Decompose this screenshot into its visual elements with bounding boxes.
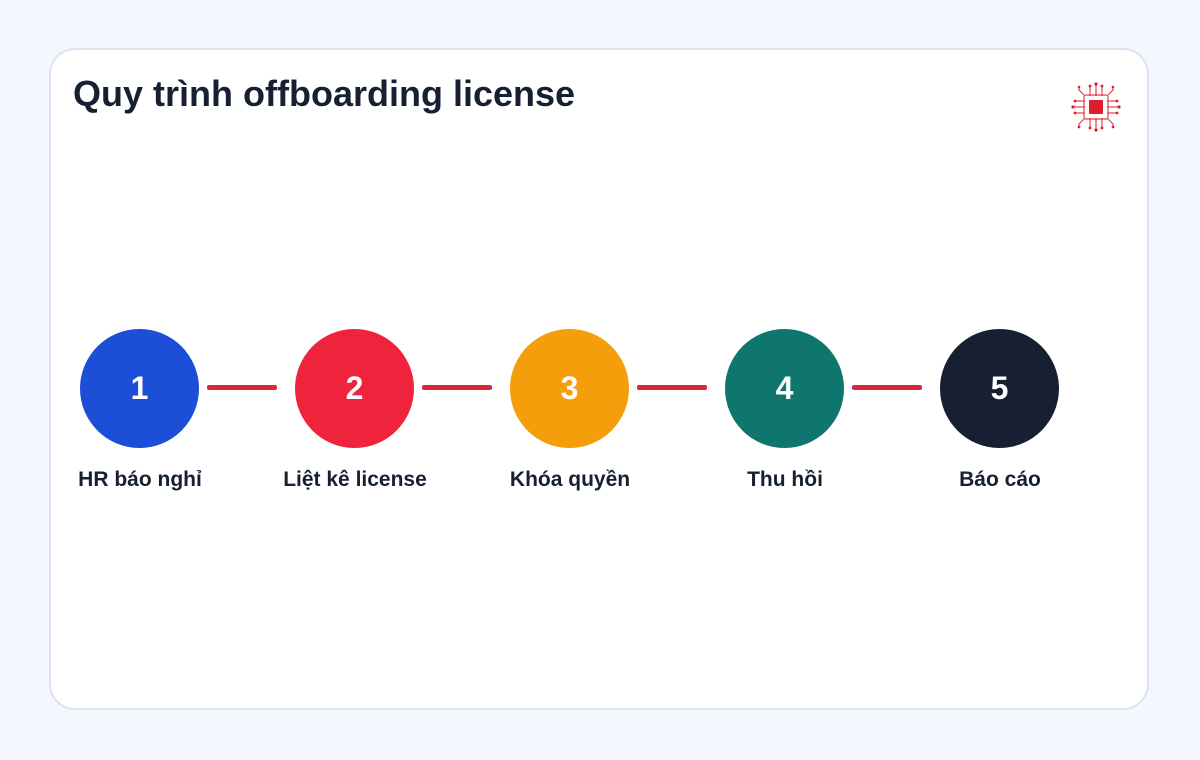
step-1-number: 1 bbox=[130, 370, 149, 406]
process-steps: 1 HR báo nghỉ 2 Liệt kê license 3 Khóa q… bbox=[51, 50, 1147, 708]
connector-2-3 bbox=[422, 385, 492, 390]
step-2-circle: 2 bbox=[295, 329, 414, 448]
step-5-circle: 5 bbox=[940, 329, 1059, 448]
step-3-number: 3 bbox=[560, 370, 579, 406]
step-4-number: 4 bbox=[775, 370, 794, 406]
connector-1-2 bbox=[207, 385, 277, 390]
page-title: Quy trình offboarding license bbox=[73, 73, 576, 114]
connector-4-5 bbox=[852, 385, 922, 390]
step-5-number: 5 bbox=[990, 370, 1009, 406]
process-card: Quy trình offboarding license bbox=[49, 48, 1149, 710]
step-4-circle: 4 bbox=[725, 329, 844, 448]
step-4-label: Thu hồi bbox=[747, 468, 823, 491]
step-3-circle: 3 bbox=[510, 329, 629, 448]
step-5-label: Báo cáo bbox=[959, 468, 1041, 491]
connector-3-4 bbox=[637, 385, 707, 390]
step-1-label: HR báo nghỉ bbox=[78, 468, 202, 491]
chip-icon bbox=[1071, 82, 1121, 132]
step-1-circle: 1 bbox=[80, 329, 199, 448]
step-2-number: 2 bbox=[345, 370, 364, 406]
step-2-label: Liệt kê license bbox=[283, 468, 427, 491]
step-3-label: Khóa quyền bbox=[509, 468, 631, 491]
